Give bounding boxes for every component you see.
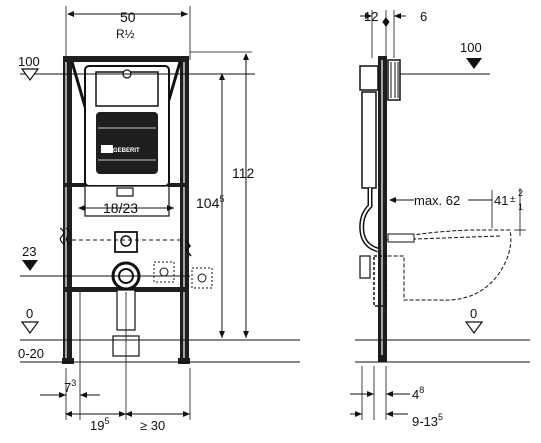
side-view [350,10,530,420]
svg-text:±: ± [510,194,516,205]
front-height-flush: 1045 [196,194,224,211]
side-level-floor: 0 [470,306,477,321]
front-level-top: 100 [18,54,40,69]
front-min-spacing: ≥ 30 [140,418,165,433]
front-offset-center: 195 [90,416,109,433]
side-level-top: 100 [460,40,482,55]
side-seat-tolerance: 2 1 [518,188,526,212]
front-level-drain: 23 [22,244,36,259]
brand-badge: GEBERIT [113,148,140,154]
flush-plate [96,112,158,174]
front-pipe-size: R½ [116,27,135,41]
side-depth-a: 12 [364,9,378,24]
side-seat-height: 41 [494,193,508,208]
front-view [20,6,300,420]
side-depth-c: 48 [412,385,424,402]
front-floor-range: 0-20 [18,346,44,361]
front-bowl-spacing: 18/23 [103,200,138,216]
side-max-label: max. 62 [414,193,460,208]
frame-left-post [63,58,72,364]
front-level-floor: 0 [26,306,33,321]
front-width-label: 50 [120,9,136,25]
front-offset-small: 73 [64,378,76,395]
side-depth-b: 6 [420,9,427,24]
front-height-total: 112 [232,165,255,181]
side-depth-range: 9-135 [412,412,443,429]
